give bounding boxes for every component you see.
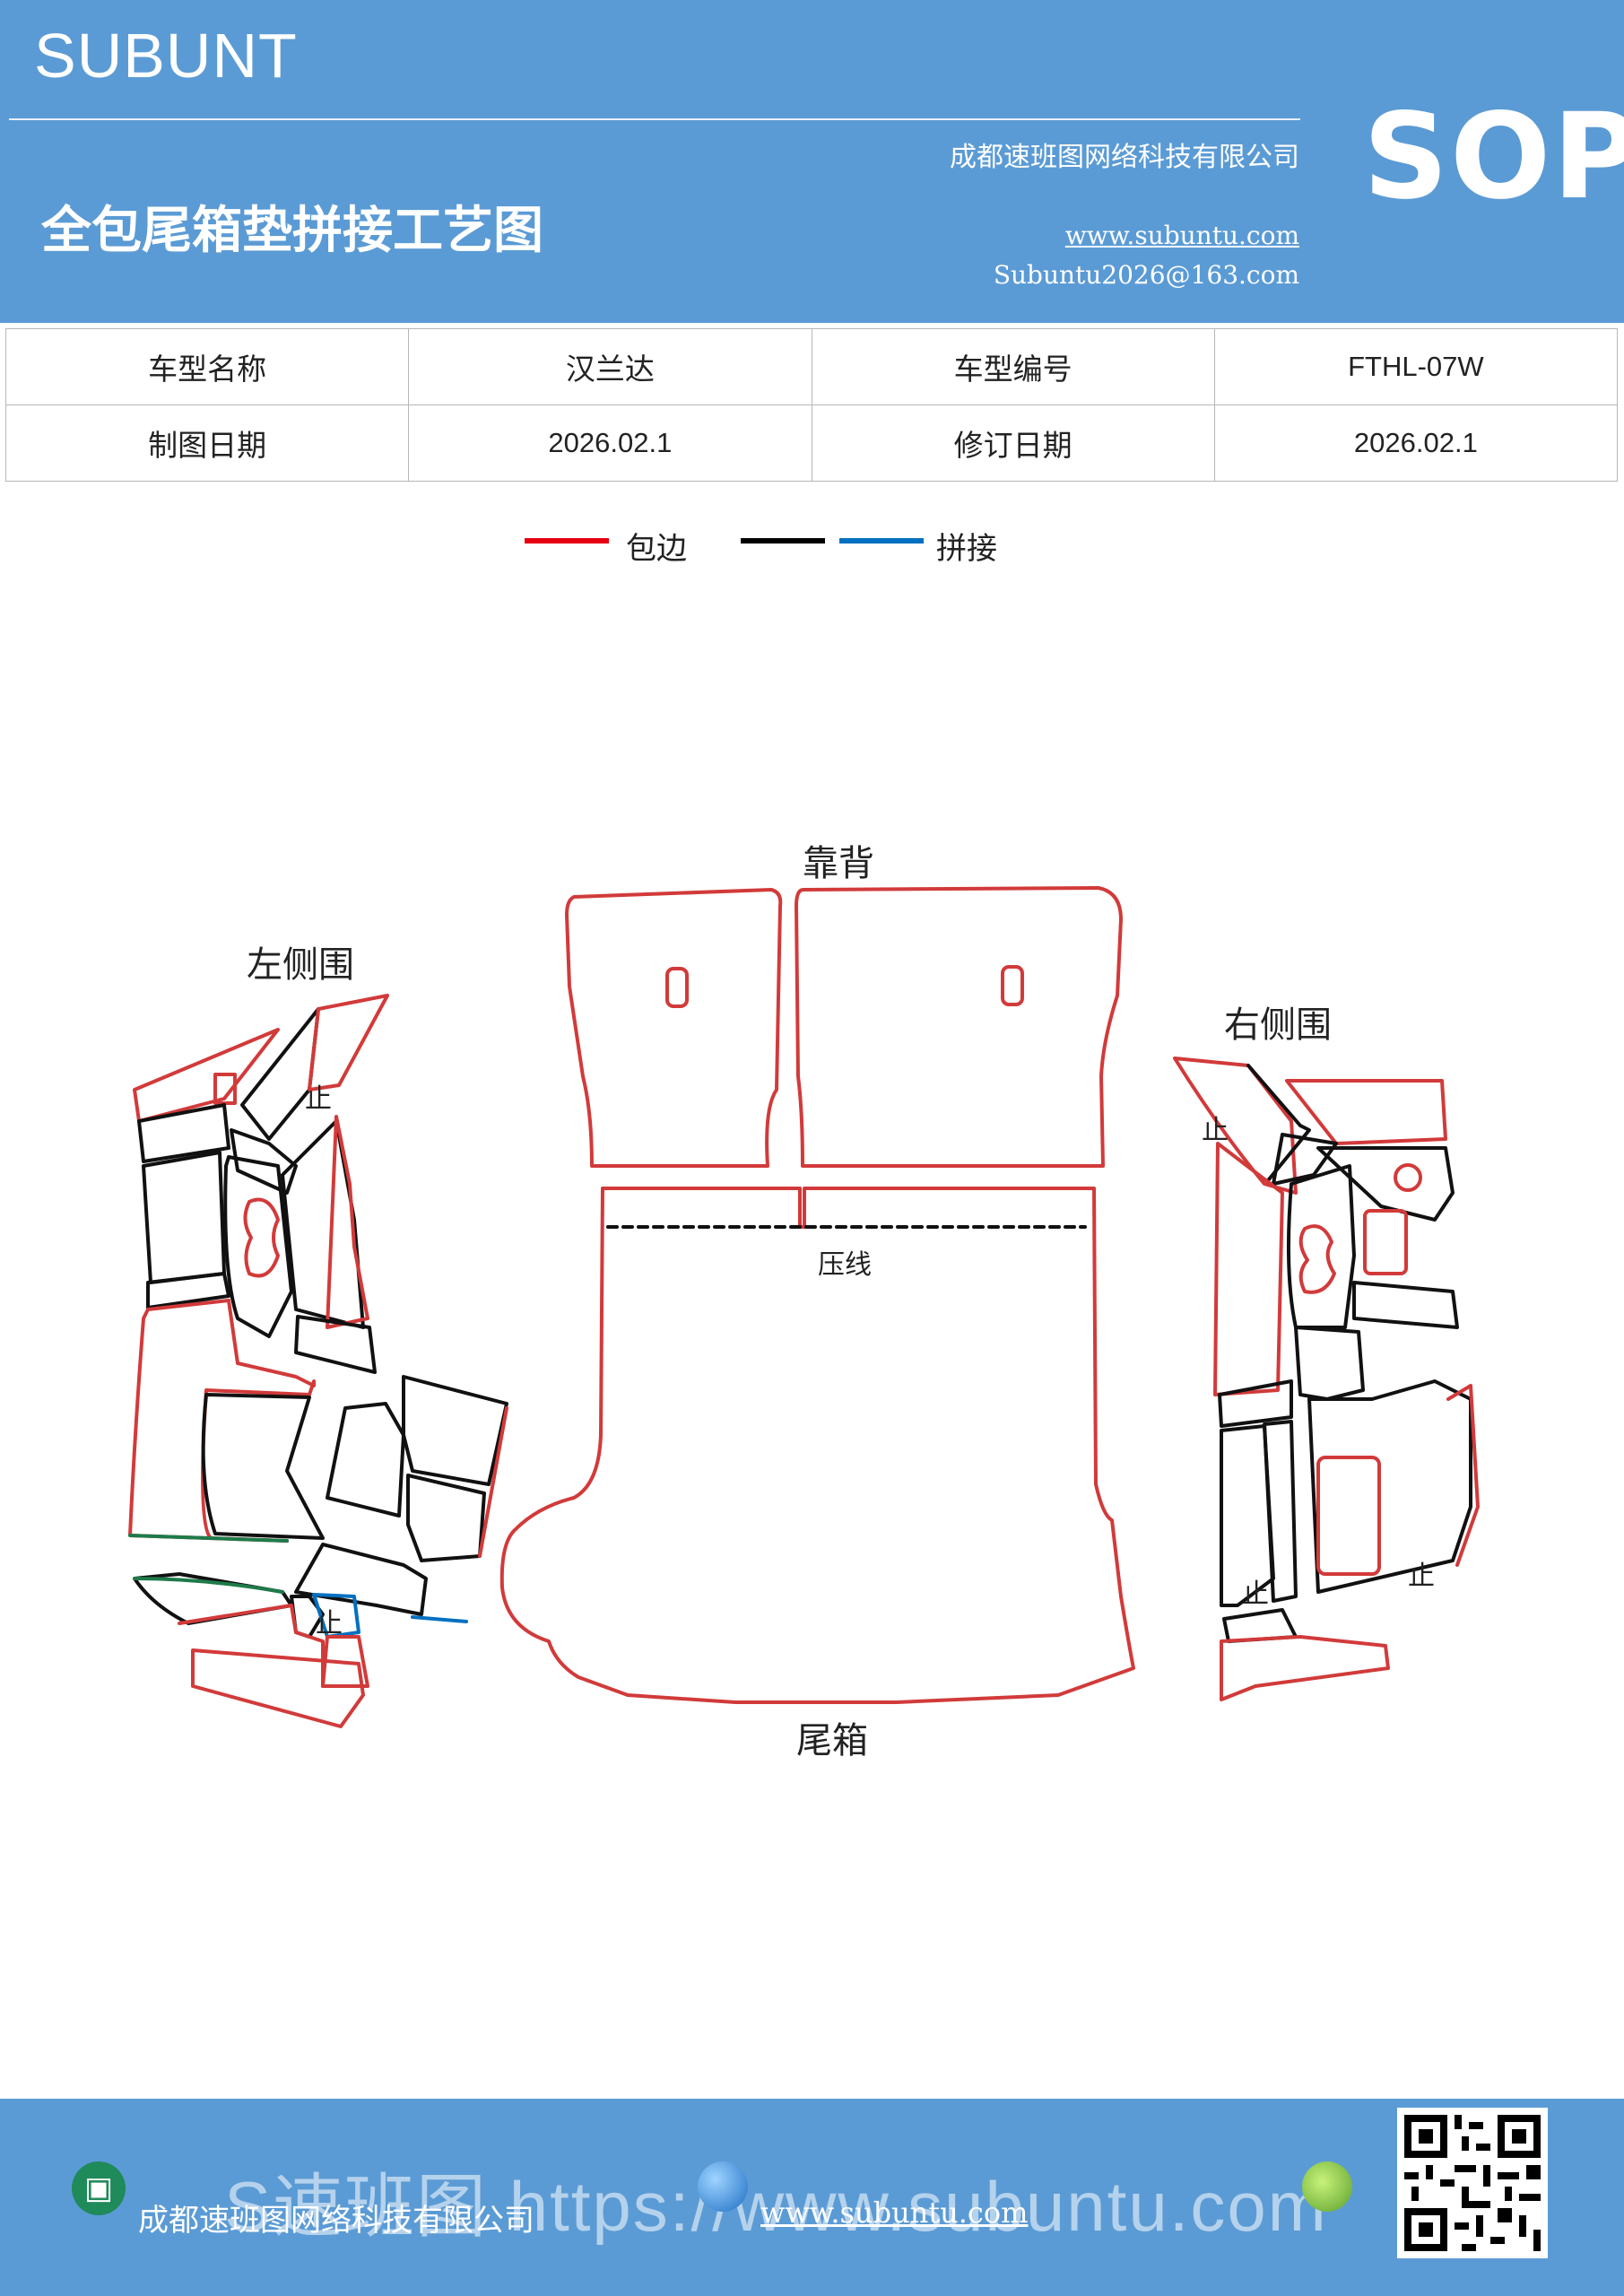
backrest-label: 靠背 bbox=[803, 843, 874, 884]
company-email[interactable]: Subuntu2026@163.com bbox=[993, 260, 1299, 290]
table-cell: 2026.02.1 bbox=[1213, 404, 1619, 482]
legend-swatch-black bbox=[741, 538, 825, 544]
legend-label-seam: 拼接 bbox=[936, 531, 997, 567]
legend-swatch-red bbox=[525, 538, 609, 544]
stop-mark: 止 bbox=[1202, 1115, 1229, 1146]
building-icon: ▣ bbox=[72, 2161, 126, 2215]
table-cell: FTHL-07W bbox=[1213, 328, 1619, 405]
right-side-panels bbox=[1173, 1057, 1480, 1701]
stop-mark: 止 bbox=[305, 1083, 332, 1115]
left-side-panels bbox=[128, 994, 508, 1728]
brand-name: SUBUNT bbox=[34, 21, 298, 91]
stop-mark: 止 bbox=[1408, 1561, 1435, 1592]
right-side-label: 右侧围 bbox=[1224, 1004, 1332, 1046]
table-cell: 汉兰达 bbox=[408, 328, 812, 405]
stop-mark: 止 bbox=[1242, 1578, 1269, 1610]
company-website-link[interactable]: www.subuntu.com bbox=[1064, 221, 1299, 250]
company-name: 成都速班图网络科技有限公司 bbox=[950, 142, 1299, 173]
table-cell: 制图日期 bbox=[4, 404, 410, 482]
globe-icon bbox=[698, 2161, 748, 2212]
trunk-label: 尾箱 bbox=[796, 1720, 868, 1761]
table-cell: 车型编号 bbox=[811, 328, 1215, 405]
qr-code-icon bbox=[1397, 2108, 1548, 2258]
sop-badge: SOP bbox=[1363, 88, 1624, 226]
table-row: 车型名称 汉兰达 车型编号 FTHL-07W bbox=[4, 328, 1619, 405]
crease-label: 压线 bbox=[818, 1249, 872, 1281]
footer-banner: ▣ S速班图 https://www.subuntu.com 成都速班图网络科技… bbox=[0, 2099, 1624, 2296]
legend-label-edging: 包边 bbox=[626, 531, 687, 567]
stop-mark: 止 bbox=[316, 1608, 343, 1639]
footer-website-link[interactable]: www.subuntu.com bbox=[760, 2196, 1029, 2230]
left-side-label: 左侧围 bbox=[247, 944, 354, 986]
trunk-floor-panel bbox=[499, 1187, 1135, 1704]
header-banner: SUBUNT 全包尾箱垫拼接工艺图 成都速班图网络科技有限公司 www.subu… bbox=[0, 0, 1624, 323]
vehicle-info-table: 车型名称 汉兰达 车型编号 FTHL-07W 制图日期 2026.02.1 修订… bbox=[4, 328, 1619, 482]
table-cell: 修订日期 bbox=[811, 404, 1215, 482]
backrest-right-panel bbox=[795, 886, 1123, 1168]
document-title: 全包尾箱垫拼接工艺图 bbox=[41, 201, 543, 260]
table-cell: 2026.02.1 bbox=[408, 404, 812, 482]
footer-watermark-overlay: S速班图 https://www.subuntu.com bbox=[224, 2167, 1328, 2246]
legend: 包边 拼接 bbox=[0, 527, 1624, 572]
backrest-left-panel bbox=[565, 888, 783, 1168]
table-row: 制图日期 2026.02.1 修订日期 2026.02.1 bbox=[4, 404, 1619, 482]
footer-company-name: 成都速班图网络科技有限公司 bbox=[138, 2203, 534, 2239]
table-cell: 车型名称 bbox=[4, 328, 410, 405]
legend-swatch-blue bbox=[839, 538, 924, 544]
leaf-icon bbox=[1302, 2161, 1352, 2212]
header-divider bbox=[9, 118, 1300, 120]
